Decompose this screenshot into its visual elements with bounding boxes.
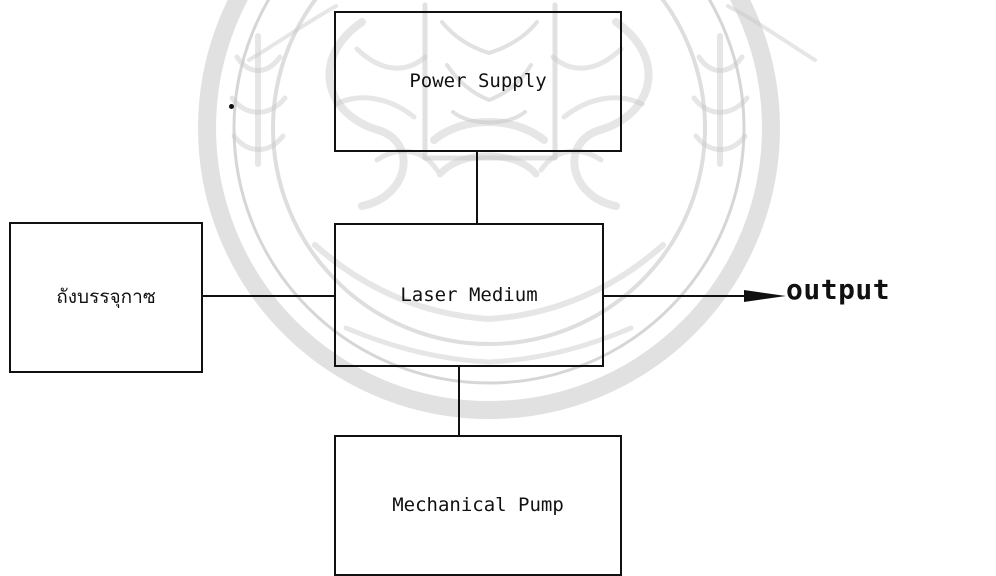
laser-to-pump-connector bbox=[458, 366, 460, 436]
output-arrowhead-icon bbox=[744, 286, 786, 306]
mechanical-pump-label: Mechanical Pump bbox=[392, 494, 564, 517]
power-supply-label: Power Supply bbox=[409, 70, 546, 93]
laser-to-output-connector bbox=[603, 295, 750, 297]
laser-medium-box: Laser Medium bbox=[334, 223, 604, 367]
gas-tank-label: ถังบรรจุกาซ bbox=[56, 286, 155, 309]
scan-dot bbox=[229, 104, 234, 109]
laser-medium-label: Laser Medium bbox=[400, 284, 537, 307]
gas-tank-box: ถังบรรจุกาซ bbox=[9, 222, 203, 373]
power-to-laser-connector bbox=[476, 151, 478, 225]
mechanical-pump-box: Mechanical Pump bbox=[334, 435, 622, 576]
gas-tank-to-laser-connector bbox=[202, 295, 334, 297]
output-label: output bbox=[786, 273, 890, 306]
power-supply-box: Power Supply bbox=[334, 11, 622, 152]
